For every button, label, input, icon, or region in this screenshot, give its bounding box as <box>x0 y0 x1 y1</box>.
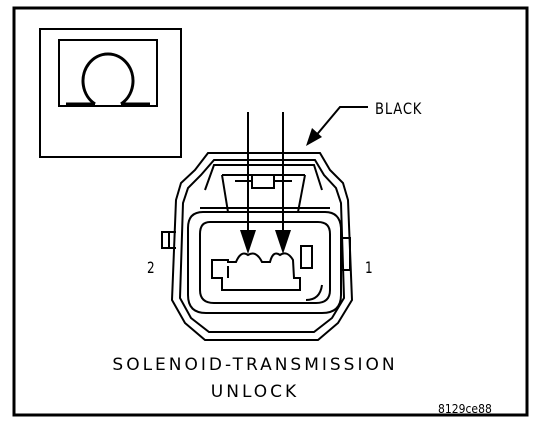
terminal-cavities <box>211 252 301 291</box>
wire-color-label: BLACK <box>375 99 423 118</box>
caption-line-2: UNLOCK <box>210 382 300 402</box>
arrow-down-icon <box>275 230 291 254</box>
terminal-pointer-arrows <box>240 112 291 254</box>
pin-1-label: 1 <box>365 258 373 277</box>
connector-body <box>161 152 354 341</box>
arrow-down-icon <box>240 230 256 254</box>
caption-line-1: SOLENOID-TRANSMISSION <box>112 355 398 375</box>
open-ring-icon <box>66 52 150 106</box>
outer-frame <box>12 6 529 417</box>
pin-2-label: 2 <box>147 258 155 277</box>
figure-code: 8129ce88 <box>438 402 492 416</box>
arrow-pointer-icon <box>306 106 368 146</box>
view-symbol-inset <box>39 28 182 158</box>
